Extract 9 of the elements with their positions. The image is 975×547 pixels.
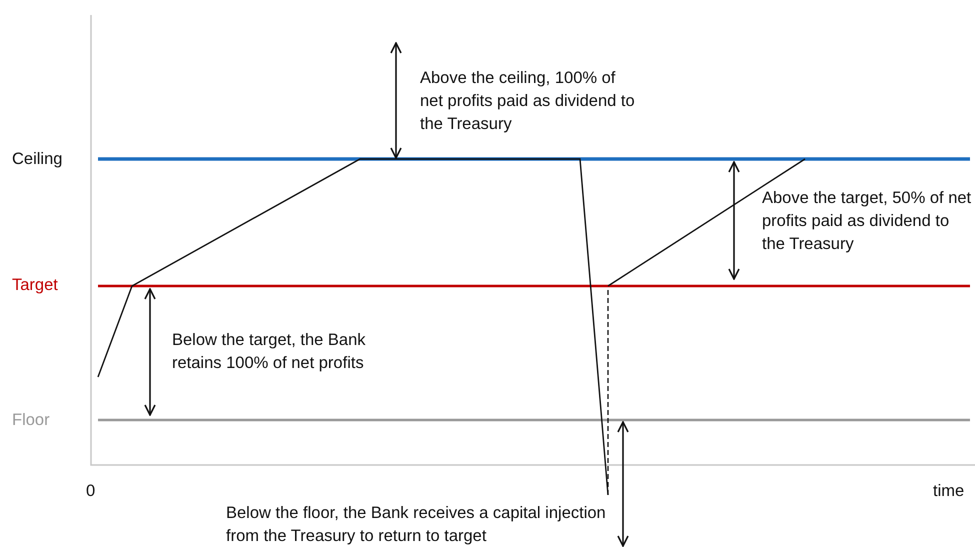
axis-label: 0 — [86, 481, 96, 502]
level-label: Target — [12, 275, 58, 296]
annotation-text: Below the floor, the Bank receives a capital injection from the Treasury to return to target — [226, 503, 607, 547]
level-label: Floor — [12, 410, 50, 431]
annotation-text: Below the target, the Bank retains 100% of net profits — [172, 330, 367, 374]
level-label: Ceiling — [12, 149, 62, 170]
annotation-text: Above the target, 50% of net profits paid as dividend to the Treasury — [762, 188, 972, 255]
annotation-text: Above the ceiling, 100% of net profits paid as dividend to the Treasury — [420, 68, 635, 135]
axis-label: time — [933, 481, 964, 502]
